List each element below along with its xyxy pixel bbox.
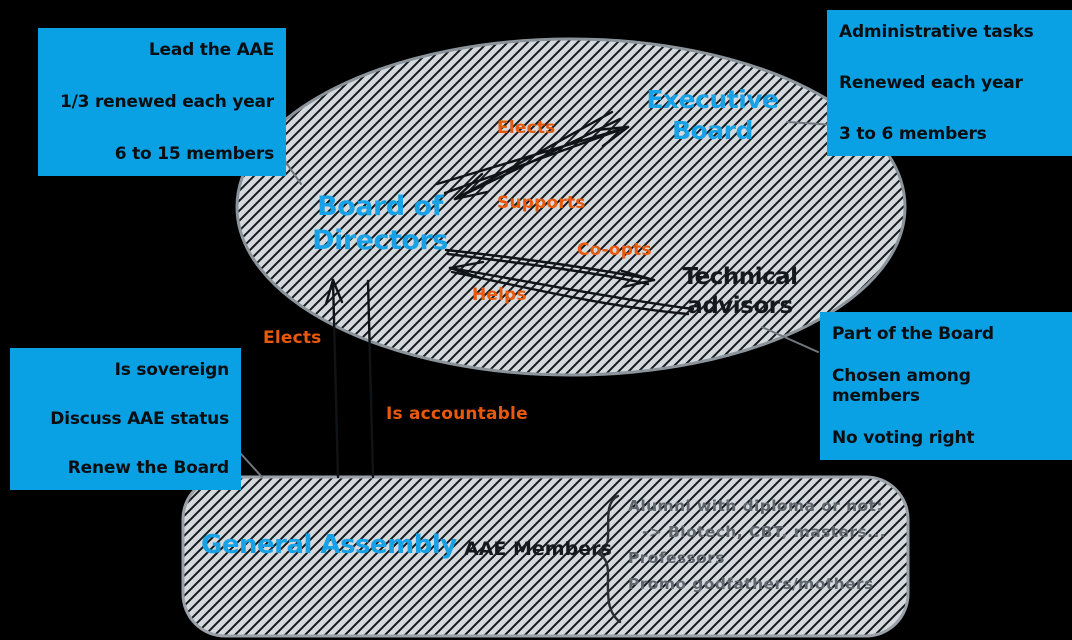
relation-helps: Helps [472, 285, 527, 305]
assembly-elects-arrows [324, 278, 375, 479]
note-line: Lead the AAE [148, 40, 274, 60]
note-line: Chosen among members [832, 366, 971, 406]
note-line: 1/3 renewed each year [59, 92, 274, 112]
note-technical-advisors: Part of the Board Chosen among members N… [820, 312, 1072, 460]
entity-board-of-directors: Board of Directors [312, 191, 448, 256]
relation-elects-left: Elects [263, 328, 322, 348]
note-line: Part of the Board [832, 324, 994, 344]
note-line: No voting right [832, 428, 975, 448]
board-ellipse [235, 37, 907, 377]
relation-supports: Supports [497, 193, 586, 213]
members-detail-list: Alumni with diploma or not: -> Biotech, … [628, 493, 886, 597]
note-line: 3 to 6 members [839, 124, 987, 144]
label-aae-members: AAE Members [464, 538, 612, 560]
entity-executive-board: Executive Board [646, 85, 779, 146]
note-line: 6 to 15 members [114, 144, 274, 164]
relation-is-accountable: Is accountable [386, 404, 528, 424]
co-opts-arrow [444, 248, 656, 289]
note-line: Renewed each year [839, 73, 1023, 93]
note-board-of-directors: Lead the AAE 1/3 renewed each year 6 to … [38, 28, 286, 176]
note-line: Discuss AAE status [50, 409, 229, 429]
entity-technical-advisors: Technical advisors [682, 264, 798, 319]
members-brace [597, 494, 622, 624]
members-detail-line: Professors [628, 549, 725, 567]
relation-co-opts: Co-opts [577, 240, 652, 260]
note-line: Administrative tasks [839, 22, 1034, 42]
note-line: Renew the Board [67, 458, 229, 478]
members-detail-line: Alumni with diploma or not: [628, 497, 883, 515]
members-detail-line: Promo godfathers/mothers [628, 575, 874, 593]
note-general-assembly: Is sovereign Discuss AAE status Renew th… [10, 348, 241, 490]
note-executive-board: Administrative tasks Renewed each year 3… [827, 10, 1072, 156]
relation-elects-top: Elects [497, 118, 556, 138]
helps-arrow [448, 260, 695, 316]
members-detail-line: -> Biotech, CBT, masters... [642, 523, 886, 541]
note-line: Is sovereign [114, 360, 230, 380]
general-assembly-box [181, 475, 910, 638]
entity-general-assembly: General Assembly [201, 530, 457, 560]
supports-arrow [453, 110, 622, 201]
